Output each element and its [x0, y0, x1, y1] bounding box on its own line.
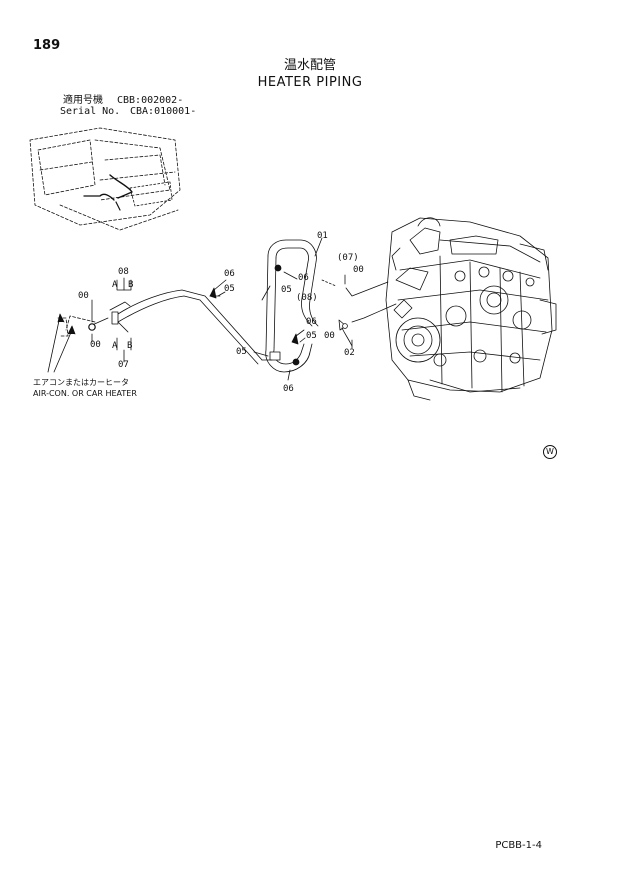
callout-06-mid: 06	[306, 317, 317, 327]
serial-en-value: CBA:010001-	[130, 106, 197, 117]
label-a-top: A	[112, 280, 118, 290]
serial-en-label: Serial No.	[60, 106, 121, 117]
serial-jp-value: CBB:002002-	[117, 95, 184, 106]
callout-00-top: 00	[78, 291, 89, 301]
page-title-jp: 温水配管	[283, 58, 336, 73]
callout-08: 08	[118, 267, 129, 277]
hose-pair-left	[57, 289, 263, 365]
callout-07: 07	[118, 360, 129, 370]
label-b-top: B	[128, 280, 134, 290]
document-code: PCBB-1-4	[495, 840, 542, 851]
callout-00-bottom: 00	[90, 340, 101, 350]
callout-02: 02	[344, 348, 355, 358]
page-number: 189	[33, 38, 61, 53]
label-b-bottom: B	[127, 341, 133, 351]
w-mark-icon: W	[543, 445, 557, 459]
callout-00-mid: 00	[324, 331, 335, 341]
callout-08-paren: (08)	[296, 293, 318, 303]
callout-01: 01	[317, 231, 328, 241]
callout-05-lower: 05	[236, 347, 247, 357]
page-title-en: HEATER PIPING	[257, 75, 363, 90]
machine-overview-sketch	[29, 127, 181, 231]
serial-jp-label: 適用号機	[63, 95, 103, 106]
callout-05-left: 05	[224, 284, 235, 294]
callout-07-paren: (07)	[337, 253, 359, 263]
callout-00-engine: 00	[353, 265, 364, 275]
hose-loop-center	[261, 239, 319, 373]
callout-06-lower: 06	[283, 384, 294, 394]
note-heater-jp: エアコンまたはカーヒータ	[33, 378, 129, 387]
engine-illustration	[385, 217, 557, 401]
callout-06-left: 06	[224, 269, 235, 279]
callout-05-upper: 05	[281, 285, 292, 295]
callout-05-mid: 05	[306, 331, 317, 341]
callout-06-upper: 06	[298, 273, 309, 283]
label-a-bottom: A	[112, 341, 118, 351]
note-heater-en: AIR-CON. OR CAR HEATER	[33, 389, 137, 398]
